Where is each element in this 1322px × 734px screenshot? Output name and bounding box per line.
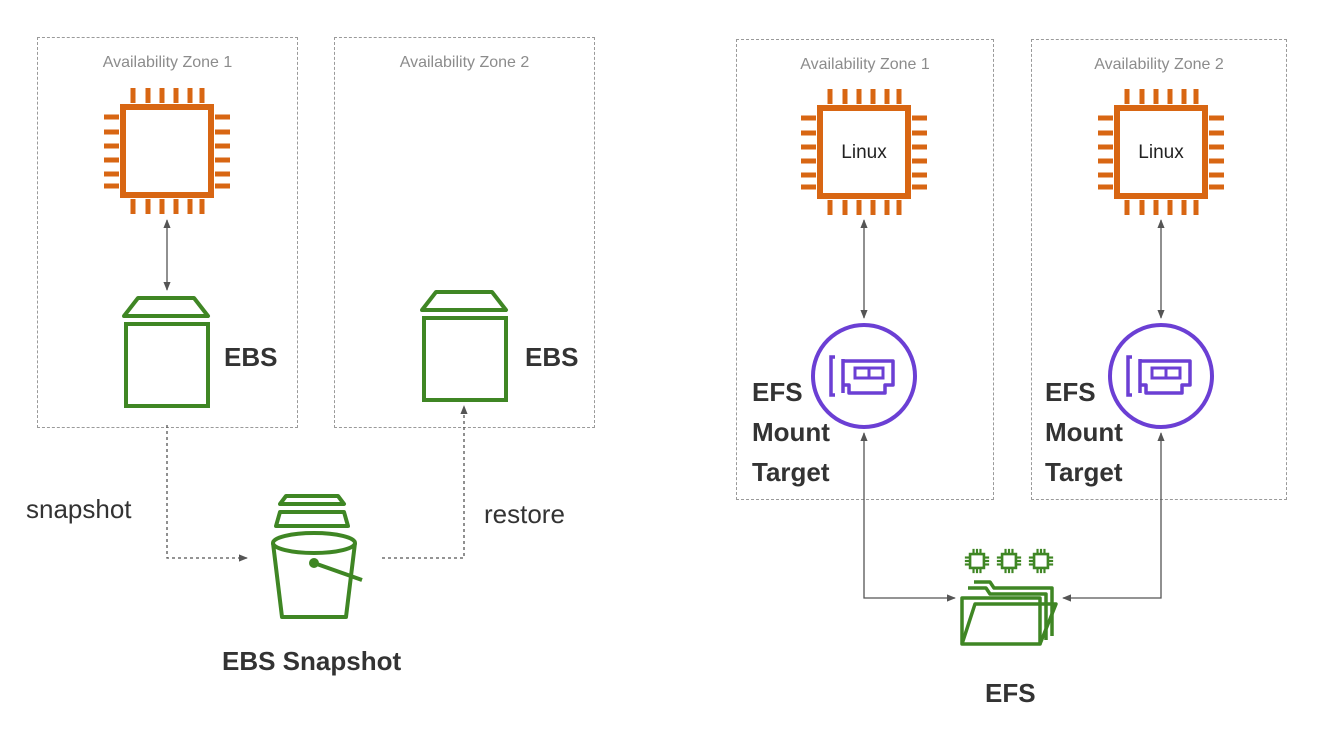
ebs-volume-icon	[420, 290, 508, 402]
ebs-volume2-label: EBS	[525, 342, 579, 372]
mount-target1-label: EFS Mount Target	[752, 377, 830, 487]
restore-edge-label: restore	[484, 499, 565, 529]
restore-connector	[382, 405, 468, 559]
right-az1-label: Availability Zone 1	[800, 56, 930, 73]
ebs-snapshot-label: EBS Snapshot	[222, 646, 402, 676]
efs-folder-icon	[960, 548, 1058, 646]
snapshot-connector	[166, 425, 248, 562]
snapshot-edge-label: snapshot	[26, 494, 132, 524]
mount-target2-label: EFS Mount Target	[1045, 377, 1123, 487]
efs-label: EFS	[985, 678, 1036, 708]
instance1-label: Linux	[841, 142, 887, 163]
s3-bucket-icon	[271, 494, 363, 619]
ec2-chip-icon	[104, 88, 230, 214]
left-az1-label: Availability Zone 1	[102, 54, 233, 71]
mount-efs-connector	[860, 432, 956, 602]
left-az2-label: Availability Zone 2	[399, 54, 530, 71]
right-az2-label: Availability Zone 2	[1094, 56, 1224, 73]
mount-efs-connector	[1062, 432, 1165, 602]
efs-mount-target-icon	[1108, 323, 1214, 429]
instance2-label: Linux	[1138, 142, 1184, 163]
ebs-volume1-label: EBS	[224, 342, 278, 372]
ebs-volume-icon	[122, 296, 210, 408]
